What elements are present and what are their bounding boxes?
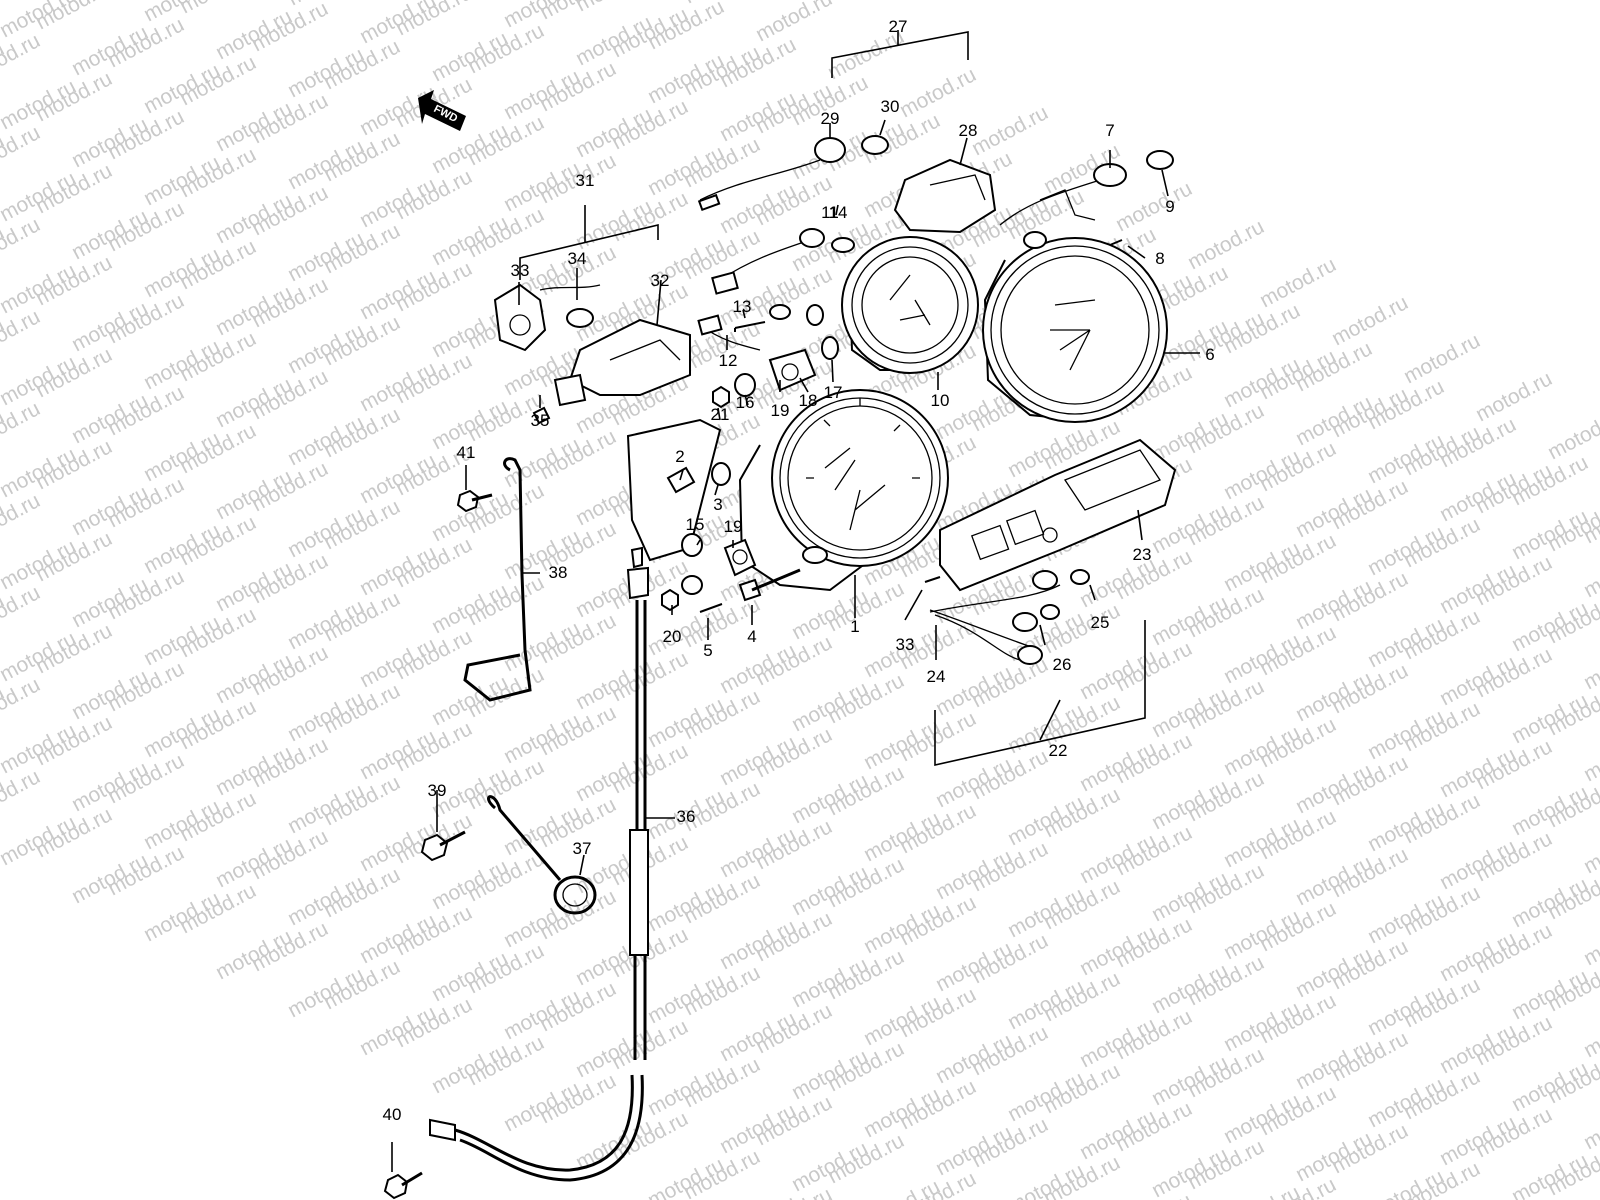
spring-part-37: [487, 795, 597, 915]
callout-c13: 13: [733, 297, 752, 316]
cable-part-36: [429, 546, 649, 1182]
callout-c22: 22: [1049, 741, 1068, 760]
callout-c11: 11: [821, 203, 839, 222]
socket-harness-part-24: [929, 569, 1090, 665]
callout-c21: 21: [711, 405, 730, 424]
callout-c1: 1: [850, 617, 859, 636]
callout-c39: 39: [428, 781, 447, 800]
callout-c37: 37: [573, 839, 592, 858]
callout-c19a: 19: [771, 401, 790, 420]
callout-c12: 12: [719, 351, 738, 370]
callout-c40: 40: [383, 1105, 402, 1124]
bolt-part-41: [456, 489, 493, 513]
indicator-panel-part-23: [939, 438, 1177, 592]
callout-c34: 34: [568, 249, 587, 268]
callout-c31: 31: [576, 171, 595, 190]
callout-c7: 7: [1105, 121, 1114, 140]
tachometer-part-6: [982, 237, 1168, 423]
bolt-part-40: [383, 1171, 423, 1200]
callout-c36: 36: [677, 807, 696, 826]
callout-c17: 17: [824, 383, 843, 402]
callout-c24: 24: [927, 667, 946, 686]
speedometer-part-1: [626, 389, 949, 592]
socket-part-7: [999, 150, 1174, 249]
callout-c19b: 19: [724, 517, 743, 536]
harness-part-27: [697, 135, 889, 212]
callout-c3: 3: [713, 495, 722, 514]
callout-c35: 35: [531, 411, 550, 430]
callout-c14: 14: [829, 203, 848, 222]
callout-c33a: 33: [511, 261, 530, 280]
callout-c28: 28: [959, 121, 978, 140]
small-gauge-part-10: [841, 236, 979, 374]
callout-c9: 9: [1165, 197, 1174, 216]
callout-c41: 41: [457, 443, 476, 462]
callout-c20: 20: [663, 627, 682, 646]
callout-c27: 27: [889, 17, 908, 36]
callout-c30: 30: [881, 97, 900, 116]
bracket-part-38: [463, 457, 532, 702]
callout-c6: 6: [1205, 345, 1214, 364]
socket-group-part-31: [493, 283, 601, 352]
bracket-group-31: [519, 205, 659, 280]
bolt-part-39: [420, 830, 466, 862]
callout-c18: 18: [799, 391, 818, 410]
callout-c23: 23: [1133, 545, 1152, 564]
leader-lines: [391, 119, 1200, 1172]
callout-c10: 10: [931, 391, 950, 410]
socket-part-28: [893, 158, 997, 234]
callout-c26: 26: [1053, 655, 1072, 674]
small-hardware: [661, 228, 1123, 613]
callout-c2: 2: [675, 447, 684, 466]
callout-c5: 5: [703, 641, 712, 660]
callout-c29: 29: [821, 109, 840, 128]
bracket-group-27: [831, 30, 969, 78]
callout-c25: 25: [1091, 613, 1110, 632]
callout-c8: 8: [1155, 249, 1164, 268]
callout-c33b: 33: [896, 635, 915, 654]
callout-labels: 1234567891011121314151617181919202122232…: [383, 17, 1215, 1124]
socket-part-32: [553, 318, 691, 407]
callout-c16: 16: [736, 393, 755, 412]
callout-c38: 38: [549, 563, 568, 582]
fwd-arrow-badge: FWD: [418, 90, 466, 131]
callout-c4: 4: [747, 627, 756, 646]
bracket-group-22: [934, 620, 1146, 766]
callout-c32: 32: [651, 271, 670, 290]
screw-part-35: [532, 406, 551, 425]
callout-c15: 15: [686, 515, 705, 534]
